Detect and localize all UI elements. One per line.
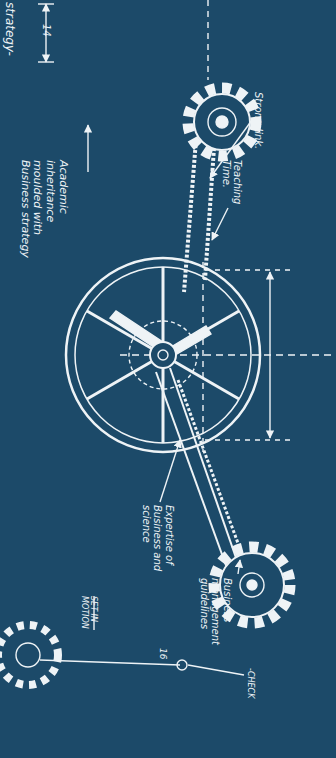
gear-body [194,94,250,150]
callout-text: SET IN MOTION [80,596,98,642]
callout-text: Strong link. [252,92,264,152]
callout-text: Expertise of Business and science [140,505,175,577]
pin [177,660,187,670]
crank-rod [170,368,242,575]
gear-teeth [188,88,256,156]
wheel-hub [150,342,176,368]
gear-hub [16,643,40,667]
gear-hub [240,573,264,597]
wheel-axle [158,350,168,360]
dimension-line [269,272,270,438]
gear-hub [208,108,236,136]
leader-arrow [87,125,88,172]
callout-number: 16 [158,648,168,668]
chain [205,148,214,280]
callout-text: Academic inheritance moulded with Busine… [18,160,69,272]
linkage [188,665,244,675]
dimension-tick [38,3,54,4]
callout-text: Business management guidelines [198,578,233,656]
construction-line [202,262,203,452]
wheel-rim [66,258,260,452]
leader-arrow [212,208,228,240]
note-text: strategy- [2,2,16,72]
construction-line [205,439,290,440]
callout-text: -CHECK [246,668,255,712]
construction-line [205,269,290,270]
linkage [40,660,180,665]
chain [184,140,196,292]
dimension-tick [38,61,54,62]
wheel-rim-inner [75,267,251,443]
construction-line [207,0,208,80]
dimension-text: 14 [40,24,52,44]
leader-arrow [238,560,240,574]
leader-arrow [160,440,180,502]
gear-axle [247,580,257,590]
gear-axle [216,116,228,128]
wheel-spokes [87,267,239,443]
callout-text: Teaching Time. [220,160,243,204]
gear-teeth [0,625,58,685]
chain [178,380,246,565]
